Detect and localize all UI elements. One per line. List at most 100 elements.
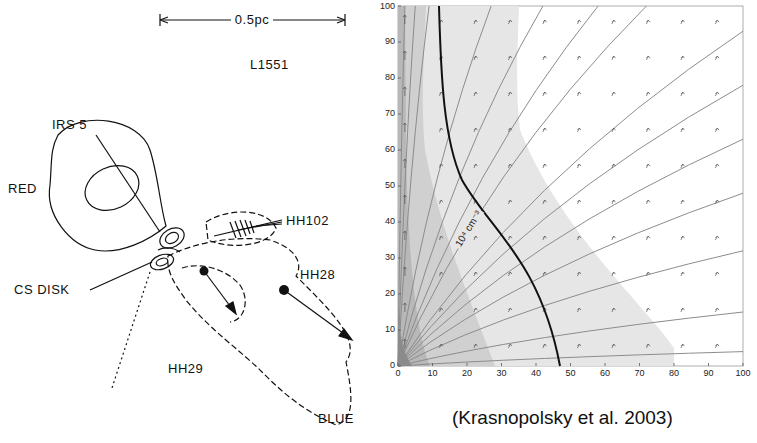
velocity-arrow xyxy=(577,344,581,348)
velocity-arrow xyxy=(681,272,685,276)
velocity-arrow xyxy=(439,272,443,276)
velocity-arrow xyxy=(646,128,650,132)
axis-tick-label: 0 xyxy=(395,369,400,379)
velocity-arrow xyxy=(474,344,478,348)
axis-tick-label: 100 xyxy=(380,2,395,12)
velocity-arrow xyxy=(474,272,478,276)
velocity-arrow xyxy=(543,20,547,24)
lobe-label: RED xyxy=(8,182,37,196)
velocity-arrow xyxy=(715,272,719,276)
velocity-arrow xyxy=(403,303,407,312)
velocity-arrow xyxy=(577,56,581,60)
velocity-arrow xyxy=(403,51,407,60)
field-line xyxy=(398,352,743,366)
velocity-arrow xyxy=(543,56,547,60)
axis-tick-label: 30 xyxy=(385,253,395,263)
velocity-arrow xyxy=(543,272,547,276)
velocity-arrow xyxy=(577,200,581,204)
source-name: IRS 5 xyxy=(52,118,87,132)
velocity-arrow xyxy=(474,164,478,168)
velocity-arrow xyxy=(646,272,650,276)
velocity-arrow xyxy=(543,92,547,96)
velocity-arrow xyxy=(577,164,581,168)
axis-tick-label: 90 xyxy=(385,37,395,47)
velocity-arrow xyxy=(439,344,443,348)
field-line xyxy=(398,193,743,366)
velocity-arrow xyxy=(715,236,719,240)
axis-tick-label: 20 xyxy=(462,369,472,379)
velocity-arrow xyxy=(681,308,685,312)
velocity-arrow xyxy=(577,308,581,312)
velocity-arrow xyxy=(474,92,478,96)
velocity-arrow xyxy=(612,20,616,24)
velocity-arrow xyxy=(543,128,547,132)
velocity-arrow xyxy=(715,200,719,204)
velocity-arrow xyxy=(508,272,512,276)
velocity-arrow xyxy=(439,164,443,168)
velocity-arrow xyxy=(474,236,478,240)
velocity-arrow xyxy=(508,344,512,348)
velocity-arrow xyxy=(646,92,650,96)
velocity-arrow xyxy=(403,267,407,276)
figure-caption: (Krasnopolsky et al. 2003) xyxy=(452,408,673,429)
velocity-arrow xyxy=(646,164,650,168)
velocity-arrow xyxy=(508,200,512,204)
velocity-arrow xyxy=(508,308,512,312)
velocity-arrow xyxy=(474,56,478,60)
velocity-arrow xyxy=(646,200,650,204)
velocity-arrow xyxy=(681,200,685,204)
velocity-arrow xyxy=(439,200,443,204)
velocity-arrow xyxy=(403,15,407,24)
field-line xyxy=(398,312,743,366)
velocity-arrow xyxy=(681,20,685,24)
velocity-arrow xyxy=(508,20,512,24)
field-line xyxy=(398,251,743,366)
velocity-arrow xyxy=(577,272,581,276)
field-line xyxy=(398,139,743,366)
velocity-arrow xyxy=(715,56,719,60)
axis-tick-label: 60 xyxy=(385,145,395,155)
axis-tick-label: 20 xyxy=(385,289,395,299)
axis-tick-label: 0 xyxy=(390,361,395,371)
velocity-arrow xyxy=(612,164,616,168)
axis-tick-label: 80 xyxy=(385,73,395,83)
velocity-arrow xyxy=(403,195,407,204)
velocity-arrow xyxy=(612,92,616,96)
velocity-arrow xyxy=(543,236,547,240)
velocity-arrow xyxy=(612,128,616,132)
velocity-arrow xyxy=(681,344,685,348)
axis-tick-label: 30 xyxy=(496,369,506,379)
velocity-arrow xyxy=(439,308,443,312)
velocity-arrow xyxy=(715,128,719,132)
axis-tick-label: 40 xyxy=(385,217,395,227)
velocity-arrow xyxy=(474,308,478,312)
field-line xyxy=(398,6,598,366)
axis-tick-label: 10 xyxy=(385,325,395,335)
velocity-arrow xyxy=(508,164,512,168)
velocity-arrow xyxy=(715,344,719,348)
disk-label: CS DISK xyxy=(14,283,70,297)
velocity-arrow xyxy=(681,236,685,240)
axis-tick-label: 80 xyxy=(669,369,679,379)
velocity-arrow xyxy=(612,308,616,312)
velocity-arrow xyxy=(577,20,581,24)
velocity-arrow xyxy=(612,56,616,60)
object-name: HH28 xyxy=(300,268,335,282)
velocity-arrow xyxy=(646,344,650,348)
velocity-arrow xyxy=(681,92,685,96)
velocity-arrow xyxy=(543,200,547,204)
velocity-arrow xyxy=(612,344,616,348)
velocity-arrow xyxy=(403,87,407,96)
velocity-arrow xyxy=(577,128,581,132)
velocity-arrow xyxy=(681,164,685,168)
velocity-arrow xyxy=(646,56,650,60)
object-name: HH102 xyxy=(286,214,329,228)
velocity-arrow xyxy=(403,339,407,348)
scale-label: 0.5pc xyxy=(231,13,273,27)
axis-tick-label: 50 xyxy=(565,369,575,379)
velocity-arrow xyxy=(474,20,478,24)
velocity-arrow xyxy=(715,20,719,24)
velocity-arrow xyxy=(681,56,685,60)
lobe-label: BLUE xyxy=(318,412,354,426)
